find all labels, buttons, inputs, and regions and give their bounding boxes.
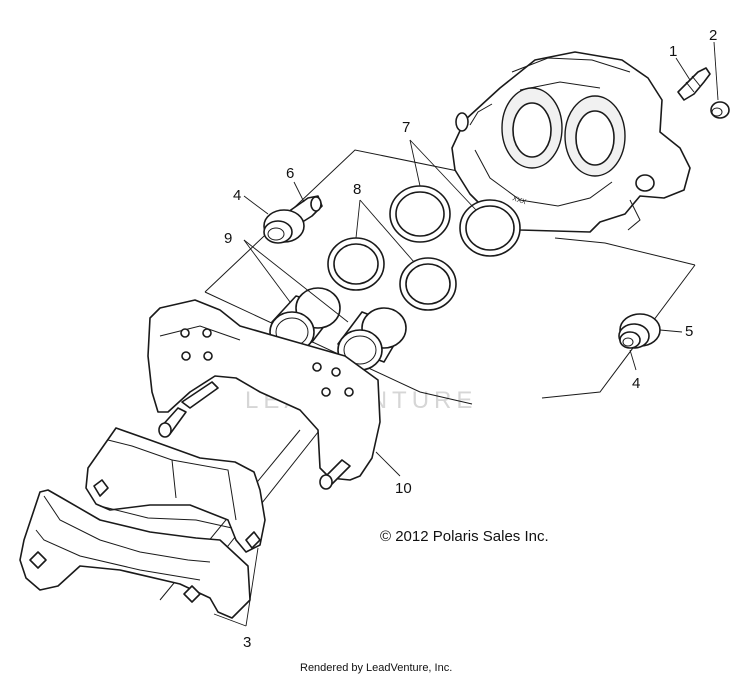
- bleeder-cap: [710, 101, 730, 119]
- boot-left: [263, 209, 305, 244]
- callout-7: 7: [402, 119, 410, 136]
- caliper-marking: XXX: [511, 195, 527, 206]
- callout-3: 3: [243, 634, 251, 651]
- callout-4-right: 4: [632, 375, 640, 392]
- brake-pad-outer: [19, 489, 251, 619]
- callout-8: 8: [353, 181, 361, 198]
- callout-4-left: 4: [233, 187, 241, 204]
- callout-2: 2: [709, 27, 717, 44]
- dust-seal-lower: [399, 257, 457, 311]
- callout-5: 5: [685, 323, 693, 340]
- leader-lines: [213, 41, 719, 627]
- dust-seal-upper: [327, 237, 385, 291]
- copyright-text: © 2012 Polaris Sales Inc.: [380, 528, 549, 545]
- callout-1: 1: [669, 43, 677, 60]
- callout-6: 6: [286, 165, 294, 182]
- brake-pad-inner: [85, 427, 266, 553]
- mounting-bracket: [147, 299, 381, 490]
- rendered-by-footer: Rendered by LeadVenture, Inc.: [300, 662, 452, 674]
- piston-seal-upper: [389, 185, 451, 243]
- callout-10: 10: [395, 480, 412, 497]
- piston-upper: [269, 287, 341, 353]
- bleeder-screw: [677, 67, 711, 101]
- boot-right: [618, 313, 661, 349]
- piston-seal-lower: [459, 199, 521, 257]
- callout-9: 9: [224, 230, 232, 247]
- caliper-body: XXX: [451, 51, 691, 233]
